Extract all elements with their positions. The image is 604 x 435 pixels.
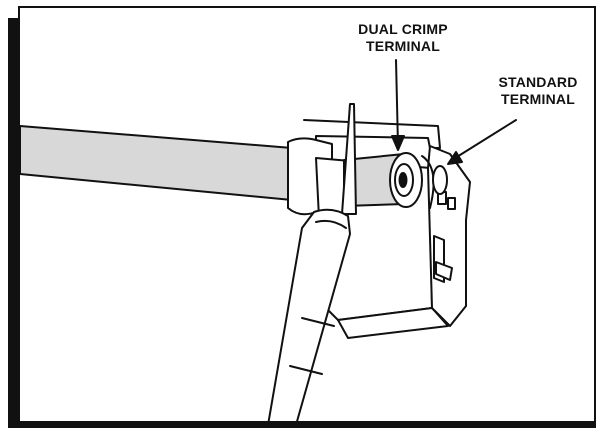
diagram-frame: DUAL CRIMP TERMINAL STANDARD TERMINAL [18,6,596,423]
dual-crimp-terminal-label: DUAL CRIMP TERMINAL [328,21,478,55]
standard-line1: STANDARD [498,74,578,90]
tool-handle [267,208,351,421]
arrow-head-dual [391,135,405,151]
arrow-icon [451,119,517,161]
cutting-blade-icon [341,103,357,215]
terminal-window-2 [447,197,456,210]
handle-band-3 [289,365,323,375]
standard-terminal-label: STANDARD TERMINAL [468,74,594,108]
terminal-illustration [20,59,517,421]
standard-barrel-ring [432,165,448,195]
dual-crimp-line1: DUAL CRIMP [358,21,448,37]
dual-crimp-line2: TERMINAL [366,38,440,54]
crimp-barrel-core [398,172,408,188]
handle-band-1 [315,219,347,229]
arrow-head-standard [447,151,463,165]
housing-flange [337,307,449,339]
standard-line2: TERMINAL [501,91,575,107]
handle-band-2 [301,317,335,327]
terminal-tab [435,261,453,281]
arrow-icon [395,59,399,147]
left-cable [20,125,293,201]
